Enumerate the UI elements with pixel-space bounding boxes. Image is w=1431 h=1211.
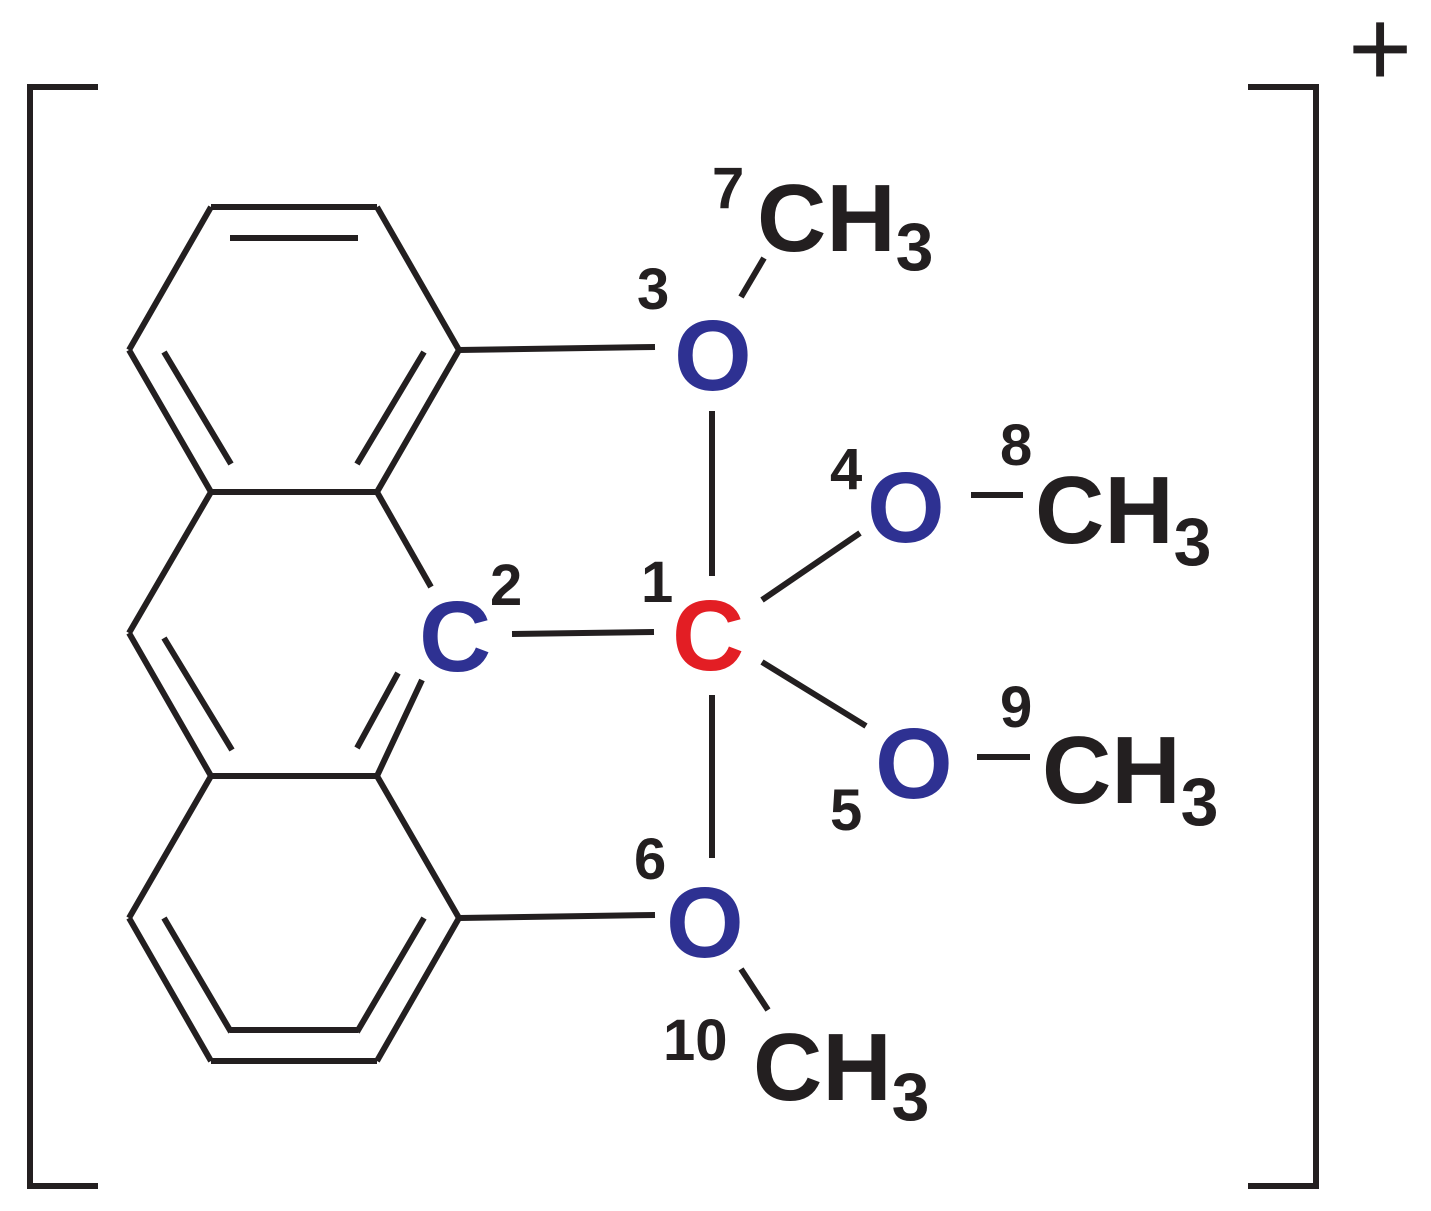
right-bracket [1248, 84, 1319, 1189]
charge-symbol: + [1348, 0, 1412, 110]
methyl-7: 7 CH3 [712, 156, 933, 285]
methyl-8-formula: CH3 [1035, 457, 1211, 580]
methyl-10-formula: CH3 [753, 1014, 929, 1135]
atom-o3: O [674, 300, 752, 412]
atom-o5: O [875, 708, 953, 820]
double-bond-inner [161, 350, 234, 466]
methyl-9: 9 CH3 [1000, 675, 1218, 840]
methyl-8-number: 8 [1000, 413, 1032, 478]
bond [374, 490, 434, 589]
double-bond-inner [161, 916, 234, 1034]
atom-c2: C [419, 581, 491, 693]
methyl-10: 10 CH3 [663, 1008, 929, 1135]
methyl-7-number: 7 [712, 156, 744, 221]
atom-o6: O [666, 867, 744, 979]
bond-c2-c1 [511, 629, 655, 637]
bond [126, 348, 214, 494]
methyl-9-formula: CH3 [1042, 717, 1218, 840]
bond-ring-o3 [458, 344, 656, 353]
methyl-7-formula: CH3 [757, 165, 933, 285]
atom-o5-number: 5 [830, 778, 862, 843]
bond [126, 916, 214, 1063]
bond-o3-m7 [738, 256, 767, 299]
atom-c1: C [672, 580, 744, 692]
bond [126, 631, 214, 778]
bond [374, 916, 462, 1063]
bond [126, 490, 214, 635]
bond-o6-m10 [738, 967, 771, 1012]
upper-benzene-ring [126, 204, 462, 495]
methyl-9-number: 9 [1000, 675, 1032, 740]
double-bond-inner [161, 636, 235, 752]
methyl-8: 8 CH3 [1000, 413, 1211, 580]
double-bond-inner [354, 916, 427, 1034]
bond [126, 774, 214, 920]
atom-o4-number: 4 [830, 437, 862, 502]
atom-o3-number: 3 [637, 257, 669, 322]
atom-c1-number: 1 [641, 550, 673, 615]
central-ring [126, 490, 434, 778]
atom-o6-number: 6 [634, 827, 666, 892]
bond [374, 348, 462, 494]
bond [374, 205, 462, 352]
bond [126, 205, 214, 352]
left-bracket [27, 84, 98, 1189]
bond [374, 774, 462, 920]
double-bond-inner [354, 671, 401, 750]
bond-c1-o4 [760, 530, 862, 603]
atom-o4: O [867, 452, 945, 564]
bond-ring-o6 [458, 912, 656, 921]
bond-c1-o5 [760, 659, 868, 729]
double-bond-inner [354, 350, 427, 466]
methyl-10-number: 10 [663, 1008, 728, 1073]
atom-c2-number: 2 [490, 553, 522, 618]
coordination-bonds [458, 256, 1030, 1012]
lower-benzene-ring [126, 773, 462, 1064]
bond [374, 678, 425, 778]
